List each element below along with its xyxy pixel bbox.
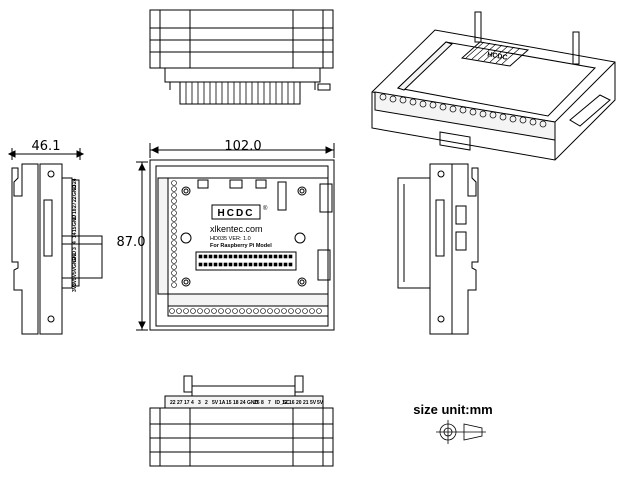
right-side-view (397, 163, 479, 335)
bottom-terminal-label: 15 (226, 400, 232, 406)
left-terminal-label: 5V (72, 273, 78, 280)
bottom-view (149, 375, 334, 467)
bottom-terminal-label: 1A (219, 400, 226, 406)
bottom-terminal-label: 22 (170, 400, 176, 406)
left-terminal-label: GND (72, 251, 78, 263)
left-terminal-label: 17 (72, 214, 78, 220)
bottom-terminal-label: 27 (177, 400, 183, 406)
gpio-header-pins (198, 254, 293, 267)
left-terminal-label: 3 (72, 247, 78, 250)
left-terminal-label: 24 (72, 178, 78, 184)
iso-terminal-screws (379, 93, 547, 128)
bottom-terminal-label: 12 (282, 400, 288, 406)
left-terminal-label: 18 (72, 208, 78, 214)
left-terminal-labels: 3V33V35V5VGNDGND2341415GND17182722GND232… (72, 178, 78, 292)
bottom-terminal-label: 25 (254, 400, 260, 406)
left-terminal-label: 14 (72, 232, 78, 238)
bottom-terminal-label: 5V (317, 400, 324, 406)
iso-header-lines (465, 41, 521, 65)
left-terminal-label: 4 (72, 241, 78, 244)
bottom-terminal-label: 20 (296, 400, 302, 406)
bottom-terminal-label: 17 (184, 400, 190, 406)
left-terminal-label: 3V3 (72, 277, 78, 286)
board-registered-mark: ® (263, 205, 268, 212)
bottom-terminal-label: GND (247, 400, 259, 406)
dim-front-width: 102.0 (224, 139, 261, 154)
left-terminal-label: 5V (72, 267, 78, 274)
left-terminal-label: 2 (72, 253, 78, 256)
isometric-view (371, 11, 616, 161)
bottom-terminal-screws (169, 308, 322, 314)
bottom-terminal-label: 21 (303, 400, 309, 406)
projection-symbol (436, 420, 486, 444)
bottom-terminal-label: 5V (212, 400, 219, 406)
top-view (149, 9, 334, 105)
left-terminal-label: 15 (72, 226, 78, 232)
board-description: For Raspberry Pi Model (210, 243, 272, 249)
left-terminal-label: GND (72, 185, 78, 197)
bottom-terminal-label: 16 (289, 400, 295, 406)
board-logo: HCDC (218, 208, 255, 219)
units-label: size unit:mm (413, 402, 492, 417)
left-side-view (7, 148, 103, 335)
left-terminal-label: 22 (72, 196, 78, 202)
bottom-terminal-label: 7 (268, 400, 271, 406)
board-model-line: HD035 VER: 1.0 (210, 236, 251, 242)
left-terminal-label: 3V3 (72, 283, 78, 292)
bottom-terminal-label: 24 (240, 400, 246, 406)
board-website: xlkentec.com (210, 224, 263, 234)
bottom-terminal-label: 4 (191, 400, 194, 406)
left-terminal-label: 23 (72, 184, 78, 190)
bottom-terminal-label: 3 (198, 400, 201, 406)
dim-side-width: 46.1 (32, 139, 61, 154)
bottom-terminal-label: 5V (310, 400, 317, 406)
left-terminal-label: 27 (72, 202, 78, 208)
bottom-terminal-label: ID_SC (275, 400, 290, 406)
left-terminal-screws (171, 180, 177, 288)
dim-front-height: 87.0 (117, 235, 146, 250)
bottom-terminal-label: 18 (233, 400, 239, 406)
bottom-terminal-label: 8 (261, 400, 264, 406)
front-view (136, 143, 335, 331)
left-terminal-label: GND (72, 215, 78, 227)
top-view-pins (185, 82, 295, 104)
left-terminal-label: GND (72, 257, 78, 269)
iso-logo: HCDC (487, 51, 508, 61)
bottom-terminal-label: 2 (205, 400, 208, 406)
